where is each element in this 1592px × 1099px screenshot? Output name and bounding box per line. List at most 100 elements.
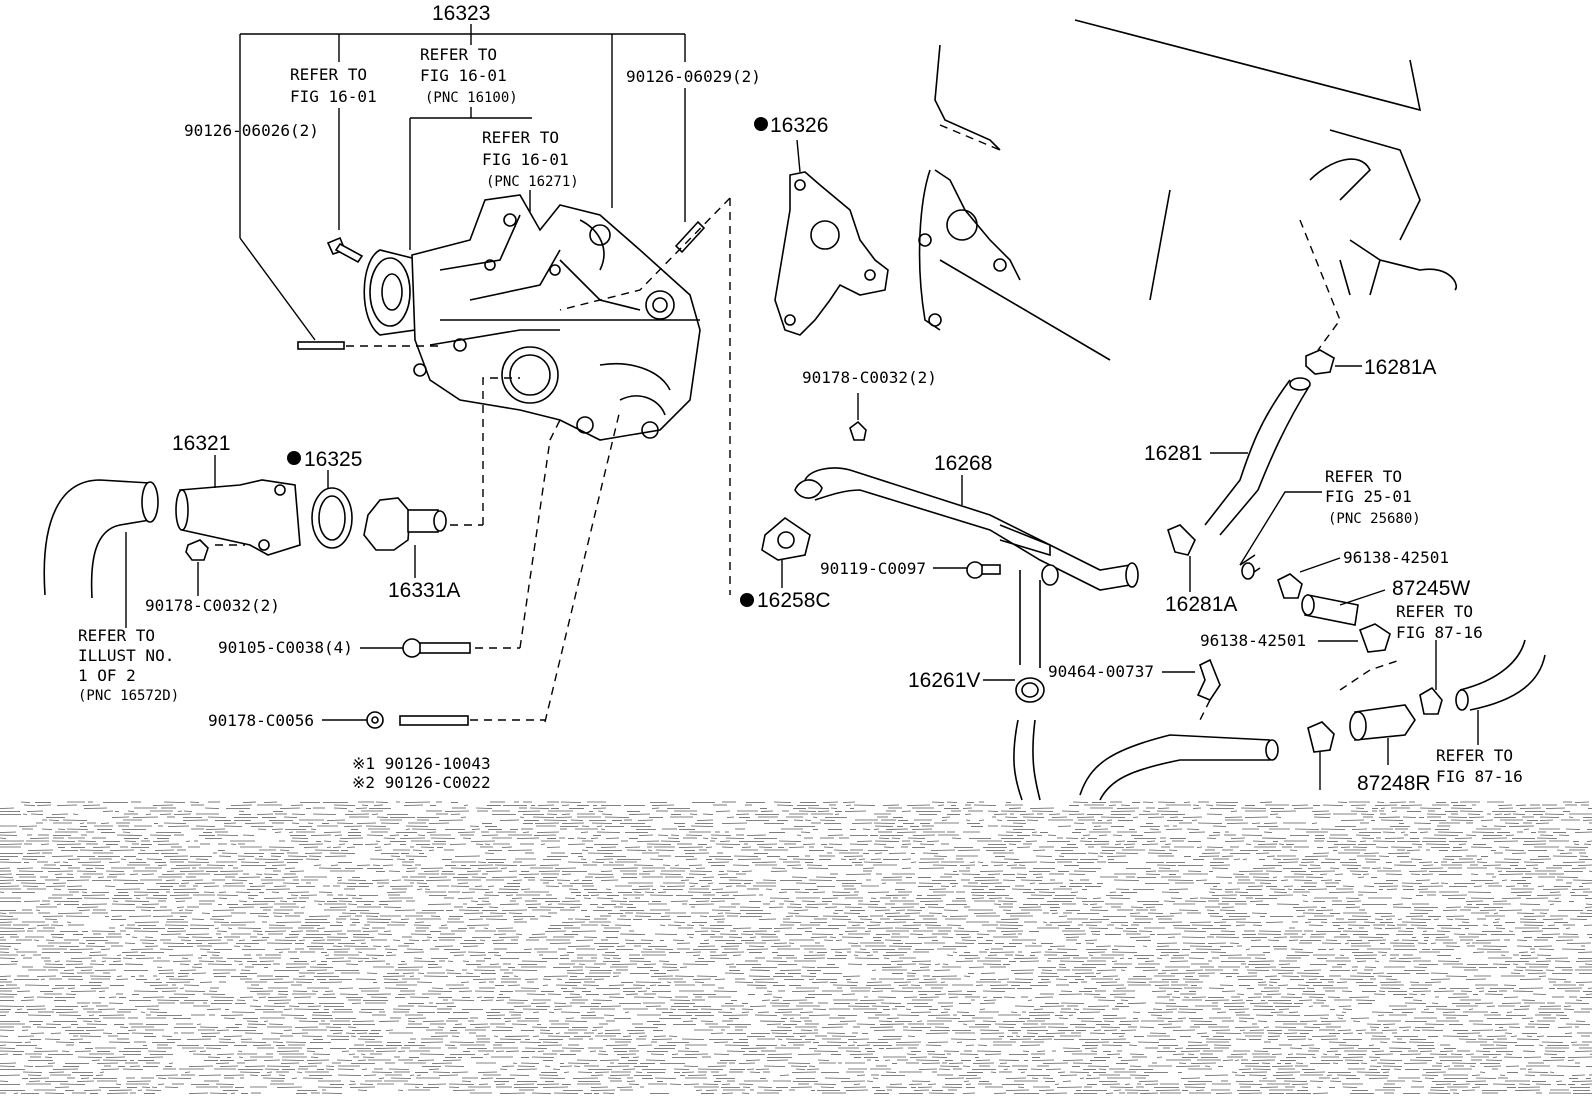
noise-stroke bbox=[400, 918, 410, 920]
noise-stroke bbox=[591, 1029, 598, 1031]
noise-stroke bbox=[612, 957, 622, 959]
noise-stroke bbox=[1381, 1029, 1398, 1031]
noise-stroke bbox=[294, 1026, 319, 1028]
noise-stroke bbox=[1342, 1032, 1354, 1034]
noise-stroke bbox=[536, 831, 560, 833]
noise-stroke bbox=[803, 954, 826, 956]
noise-stroke bbox=[622, 1035, 632, 1037]
noise-stroke bbox=[688, 936, 694, 938]
noise-stroke bbox=[1163, 900, 1176, 902]
noise-stroke bbox=[0, 837, 7, 839]
noise-stroke bbox=[1020, 879, 1043, 881]
noise-stroke bbox=[179, 987, 185, 989]
noise-stroke bbox=[1210, 951, 1227, 953]
noise-stroke bbox=[161, 873, 186, 875]
noise-stroke bbox=[930, 849, 956, 851]
noise-stroke bbox=[1087, 852, 1099, 854]
noise-stroke bbox=[1335, 1014, 1345, 1016]
noise-stroke bbox=[580, 831, 589, 833]
noise-stroke bbox=[451, 1035, 460, 1037]
noise-stroke bbox=[553, 1008, 563, 1010]
noise-stroke bbox=[859, 948, 867, 950]
noise-stroke bbox=[1350, 1017, 1370, 1019]
noise-stroke bbox=[223, 1035, 243, 1037]
noise-stroke bbox=[235, 891, 251, 893]
noise-stroke bbox=[1145, 906, 1156, 908]
noise-stroke bbox=[152, 804, 174, 806]
clamp-90464 bbox=[1162, 658, 1221, 721]
noise-stroke bbox=[493, 933, 507, 935]
noise-stroke bbox=[1501, 879, 1508, 881]
noise-stroke bbox=[847, 1044, 856, 1046]
noise-stroke bbox=[1058, 915, 1068, 917]
noise-stroke bbox=[628, 1032, 646, 1034]
noise-stroke bbox=[70, 957, 93, 959]
noise-stroke bbox=[1220, 930, 1236, 932]
noise-stroke bbox=[1521, 930, 1544, 932]
noise-stroke bbox=[1505, 834, 1515, 836]
noise-stroke bbox=[47, 870, 74, 872]
noise-stroke bbox=[1451, 861, 1476, 863]
noise-stroke bbox=[561, 804, 570, 806]
noise-stroke bbox=[1565, 828, 1581, 830]
noise-stroke bbox=[287, 855, 308, 857]
noise-stroke bbox=[594, 876, 615, 878]
noise-stroke bbox=[1400, 804, 1423, 806]
noise-stroke bbox=[1510, 972, 1521, 974]
noise-stroke bbox=[98, 990, 106, 992]
noise-stroke bbox=[362, 930, 379, 932]
noise-stroke bbox=[53, 888, 62, 890]
noise-stroke bbox=[0, 1041, 23, 1043]
noise-stroke bbox=[1445, 915, 1465, 917]
noise-stroke bbox=[651, 804, 675, 806]
noise-stroke bbox=[863, 861, 883, 863]
noise-stroke bbox=[696, 819, 714, 821]
clamp-96138-b bbox=[1318, 623, 1391, 653]
noise-stroke bbox=[383, 945, 391, 947]
noise-stroke bbox=[567, 861, 588, 863]
noise-stroke bbox=[1389, 801, 1407, 803]
noise-stroke bbox=[528, 936, 548, 938]
noise-stroke bbox=[0, 867, 11, 869]
noise-stroke bbox=[1437, 960, 1460, 962]
noise-stroke bbox=[278, 951, 284, 953]
noise-stroke bbox=[1056, 948, 1078, 950]
gasket-16325 bbox=[311, 470, 353, 549]
noise-stroke bbox=[1119, 957, 1125, 959]
noise-stroke bbox=[1255, 1014, 1274, 1016]
noise-stroke bbox=[270, 1032, 284, 1034]
noise-stroke bbox=[1391, 810, 1398, 812]
noise-stroke bbox=[520, 987, 540, 989]
noise-stroke bbox=[51, 936, 64, 938]
noise-stroke bbox=[1341, 990, 1353, 992]
noise-stroke bbox=[670, 834, 680, 836]
noise-stroke bbox=[1004, 816, 1018, 818]
noise-stroke bbox=[62, 819, 88, 821]
noise-stroke bbox=[924, 924, 942, 926]
noise-stroke bbox=[638, 885, 654, 887]
noise-stroke bbox=[1089, 909, 1109, 911]
noise-stroke bbox=[890, 990, 914, 992]
noise-stroke bbox=[508, 870, 518, 872]
noise-stroke bbox=[347, 879, 367, 881]
pipe-25680 bbox=[1239, 491, 1322, 580]
noise-stroke bbox=[547, 993, 562, 995]
noise-stroke bbox=[954, 942, 975, 944]
gasket-16326 bbox=[774, 139, 889, 336]
noise-stroke bbox=[1157, 972, 1167, 974]
noise-stroke bbox=[238, 876, 261, 878]
noise-stroke bbox=[1208, 891, 1216, 893]
noise-stroke bbox=[1191, 819, 1198, 821]
noise-stroke bbox=[493, 954, 502, 956]
noise-stroke bbox=[36, 804, 52, 806]
noise-stroke bbox=[339, 993, 359, 995]
noise-stroke bbox=[355, 978, 377, 980]
noise-stroke bbox=[560, 1011, 581, 1013]
noise-stroke bbox=[1231, 999, 1244, 1001]
noise-stroke bbox=[896, 831, 917, 833]
noise-stroke bbox=[1513, 1008, 1530, 1010]
label-16326: 16326 bbox=[770, 114, 828, 137]
noise-stroke bbox=[223, 822, 237, 824]
noise-stroke bbox=[867, 927, 894, 929]
noise-stroke bbox=[420, 846, 435, 848]
